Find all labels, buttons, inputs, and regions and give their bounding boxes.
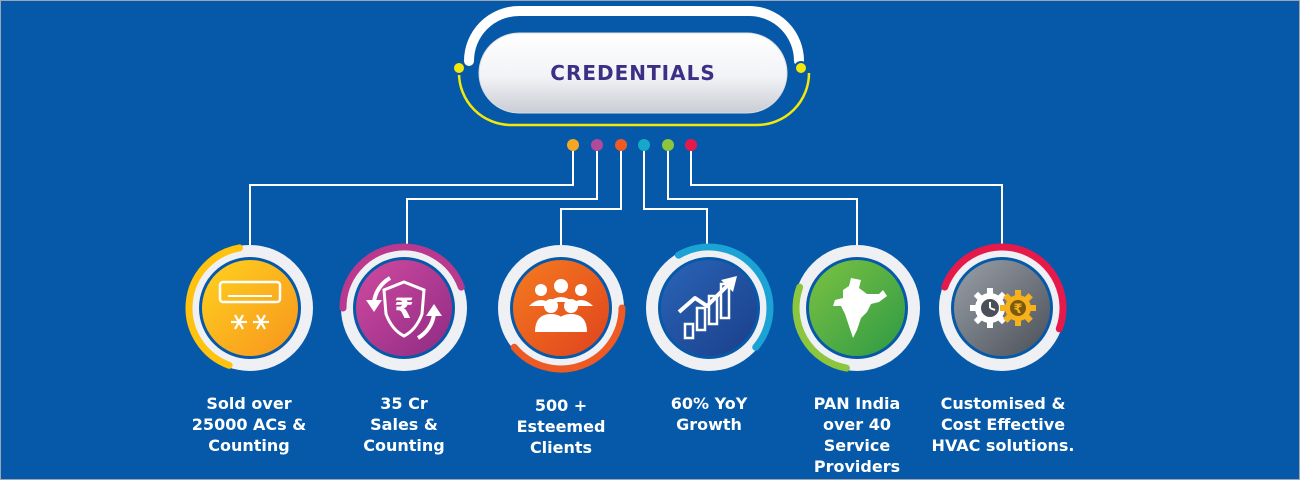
caption-text: Service xyxy=(823,436,891,455)
accent-arc xyxy=(510,304,626,373)
caption-text: Counting xyxy=(208,436,290,455)
accent-arc xyxy=(675,243,774,351)
credential-india xyxy=(792,245,920,372)
caption-line: Service xyxy=(777,435,937,456)
caption-line: PAN India xyxy=(777,393,937,414)
caption-text: over 40 xyxy=(823,415,891,434)
gears-icon: ₹ xyxy=(970,288,1036,328)
caption-line: 25000 ACs & xyxy=(169,414,329,435)
accent-arc xyxy=(185,244,243,369)
dot-2 xyxy=(591,139,603,151)
caption-text: 0% YoY xyxy=(681,394,748,413)
caption-text: 000 ACs & xyxy=(214,415,307,434)
caption-line: Sold over xyxy=(169,393,329,414)
svg-text:₹: ₹ xyxy=(1013,302,1022,317)
connector-lines xyxy=(249,151,1003,245)
connector-acs xyxy=(249,151,574,245)
india-map-icon xyxy=(833,278,887,338)
accent-arc xyxy=(941,243,1067,333)
caption-line: 35 Cr xyxy=(324,393,484,414)
connector-hvac xyxy=(690,151,1003,245)
caption-text: 500 + xyxy=(534,396,588,415)
title-pill xyxy=(452,6,811,127)
caption-text: Esteemed xyxy=(516,417,606,436)
connector-india xyxy=(667,151,858,245)
caption-line: Counting xyxy=(169,435,329,456)
credential-acs xyxy=(185,244,313,371)
caption-text: Sold over xyxy=(206,394,292,413)
caption-text: Cost Effective xyxy=(940,415,1066,434)
caption-text: Customised & xyxy=(940,394,1066,413)
caption-text: Growth xyxy=(676,415,742,434)
credential-clients xyxy=(498,245,626,373)
credential-growth xyxy=(646,243,774,371)
caption-text: Clients xyxy=(529,438,593,457)
caption-text: HVAC solutions. xyxy=(931,436,1075,455)
credential-sales: ₹ xyxy=(339,243,467,371)
caption-line: Sales & xyxy=(324,414,484,435)
caption-text: 35 Cr xyxy=(380,394,428,413)
accent-arc xyxy=(792,283,850,372)
caption-line: HVAC solutions. xyxy=(923,435,1083,456)
caption-line: Providers xyxy=(777,456,937,477)
dot-4 xyxy=(638,139,650,151)
caption-line: Cost Effective xyxy=(923,414,1083,435)
caption-line: Clients xyxy=(481,437,641,458)
caption-line: Counting xyxy=(324,435,484,456)
caption-line: 60% YoY xyxy=(629,393,789,414)
connector-sales xyxy=(406,151,598,245)
people-group-icon xyxy=(529,279,593,332)
title-right-dot xyxy=(794,61,808,75)
caption-line: Customised & xyxy=(923,393,1083,414)
title-left-dot xyxy=(452,61,466,75)
accent-arc xyxy=(339,243,465,312)
svg-text:₹: ₹ xyxy=(394,292,413,325)
caption-emphasis: 6 xyxy=(670,394,682,413)
colored-dots xyxy=(567,139,697,151)
credential-hvac: ₹ xyxy=(939,243,1067,371)
caption-line: 500 + xyxy=(481,395,641,416)
rupee-shield-icon: ₹ xyxy=(366,276,442,340)
caption-emphasis: 25 xyxy=(191,415,215,434)
caption-text: Providers xyxy=(813,457,901,476)
caption-text: Counting xyxy=(363,436,445,455)
page-title: CREDENTIALS xyxy=(550,61,716,85)
caption-text: Sales & xyxy=(370,415,438,434)
icon-disc xyxy=(202,260,298,356)
caption-line: over 40 xyxy=(777,414,937,435)
dot-5 xyxy=(662,139,674,151)
air-conditioner-icon xyxy=(218,280,282,330)
dot-6 xyxy=(685,139,697,151)
credential-circles: ₹₹ xyxy=(185,243,1067,373)
dot-1 xyxy=(567,139,579,151)
caption-line: Growth xyxy=(629,414,789,435)
connector-clients xyxy=(560,151,622,245)
caption-line: Esteemed xyxy=(481,416,641,437)
caption-text: PAN India xyxy=(813,394,901,413)
icon-disc xyxy=(513,260,609,356)
connector-growth xyxy=(643,151,708,245)
dot-3 xyxy=(615,139,627,151)
caption-sales: 35 Cr Sales & Counting xyxy=(324,393,484,456)
growth-chart-icon xyxy=(677,276,737,340)
